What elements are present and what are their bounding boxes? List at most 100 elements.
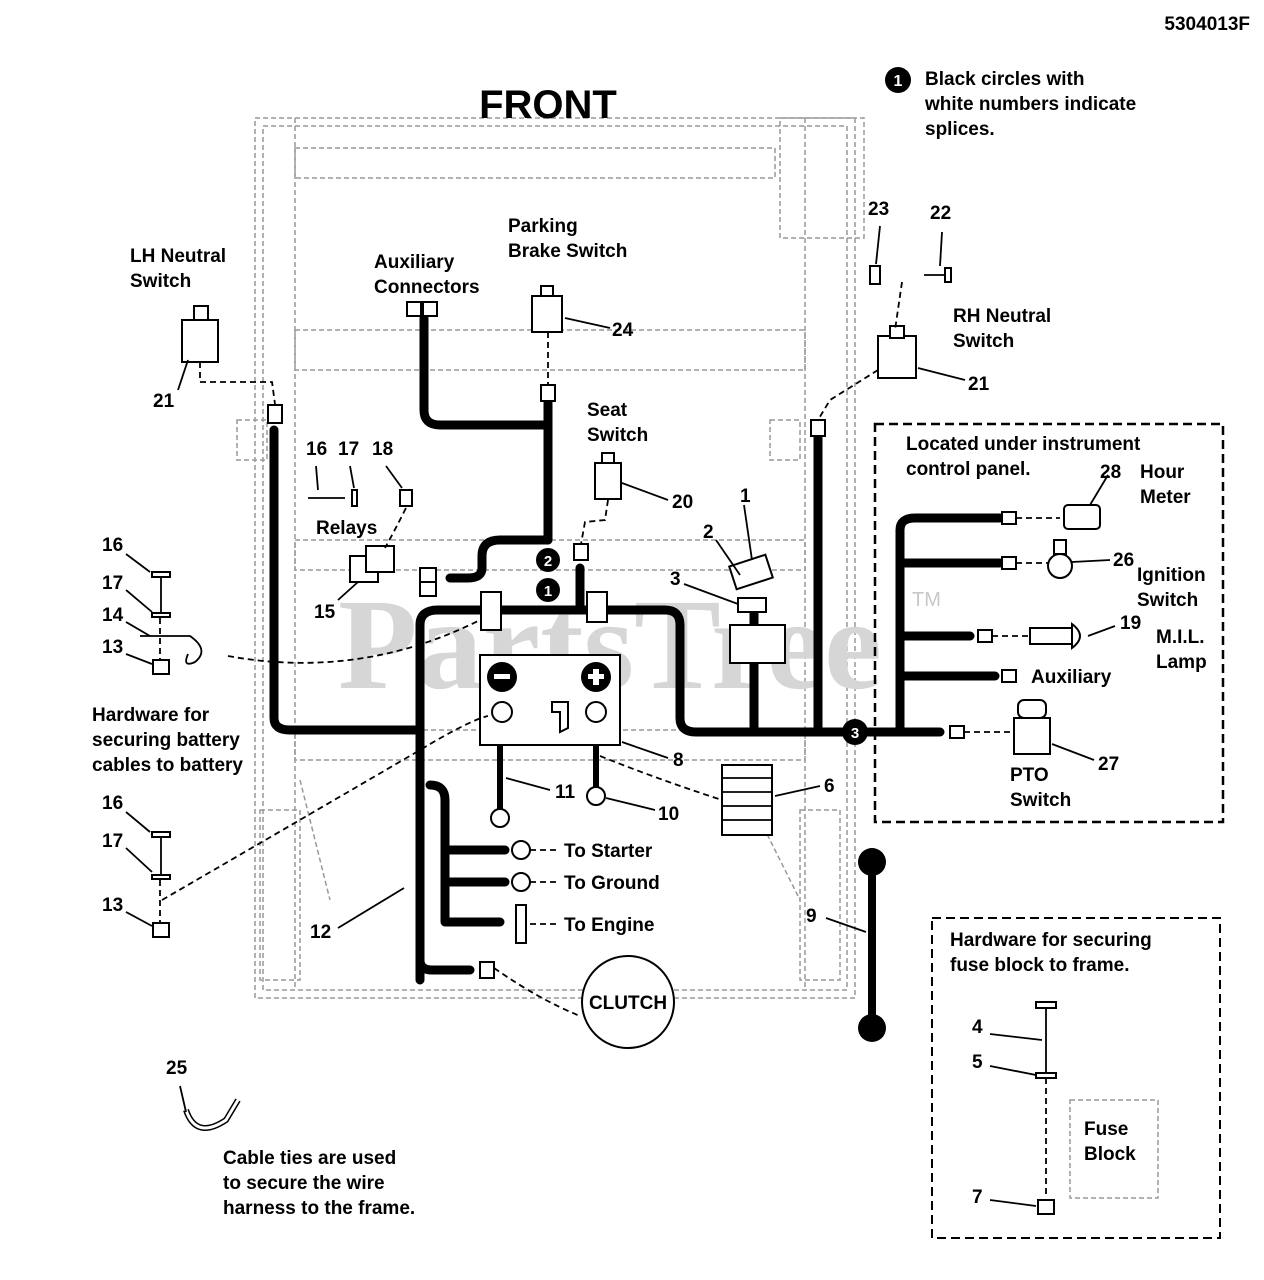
positive-cable-clamp [586,591,608,623]
callout-12: 12 [310,922,331,943]
callout-leaders [125,225,1116,1207]
callout-numbers: 1 2 3 4 5 6 7 8 9 10 11 12 13 13 14 15 1… [102,199,1141,1208]
parking-brake-label-2: Brake Switch [508,241,627,262]
callout-28: 28 [1100,462,1121,483]
legend-line-3: splices. [925,119,995,140]
dashed-leaders [159,281,1060,1198]
aux-connectors-label-2: Connectors [374,277,480,298]
to-engine-label: To Engine [564,915,654,936]
relays-label: Relays [316,518,377,539]
callout-26: 26 [1113,550,1134,571]
callout-20: 20 [672,492,693,513]
ignition-label-1: Ignition [1137,565,1206,586]
callout-13b: 13 [102,895,123,916]
cable-tie-icon [183,1098,241,1131]
fuse-hardware-box [931,917,1221,1239]
fuse-block-icon [727,553,786,664]
callout-16c: 16 [102,793,123,814]
aux-connectors-label-1: Auxiliary [374,252,455,273]
callout-14: 14 [102,605,124,626]
seat-switch-label-2: Switch [587,425,648,446]
splice-1: 1 [536,578,560,602]
battery [479,654,621,746]
callout-3: 3 [670,569,681,590]
fuse-hardware-label-2: fuse block to frame. [950,955,1130,976]
callout-16a: 16 [306,439,327,460]
battery-hardware-label-1: Hardware for [92,705,210,726]
callout-22: 22 [930,203,951,224]
rh-neutral-switch-icon [877,325,917,379]
legend-splice-symbol [885,67,911,93]
parking-brake-switch-icon [531,285,563,333]
svg-text:1: 1 [544,583,552,600]
callout-21a: 21 [153,391,175,412]
aux-connectors-icon [406,301,438,317]
callout-2: 2 [703,522,714,543]
fuse-block-label-2: Block [1084,1144,1136,1165]
mil-lamp-icon [1029,621,1081,651]
ground-strap-icon [858,848,886,1042]
callout-17a: 17 [338,439,359,460]
callout-5: 5 [972,1052,983,1073]
cable-bundle-icon [721,764,773,836]
relays-icon [349,545,395,583]
instrument-panel-box [873,422,1225,824]
callout-4: 4 [972,1017,983,1038]
watermark-trademark: TM [912,589,941,611]
callout-7: 7 [972,1187,983,1208]
document-id: 5304013F [1164,14,1250,35]
main-harness [269,313,1005,985]
callout-27: 27 [1098,754,1119,775]
battery-hardware-label-3: cables to battery [92,755,243,776]
ignition-label-2: Switch [1137,590,1198,611]
auxiliary-label: Auxiliary [1031,667,1112,688]
splice-legend: 1 Black circles with white numbers indic… [885,67,1136,140]
svg-text:3: 3 [851,725,859,742]
ignition-switch-icon [1047,539,1073,579]
hour-meter-label-1: Hour [1140,462,1185,483]
clutch-label: CLUTCH [589,993,667,1014]
rh-neutral-label-2: Switch [953,331,1014,352]
callout-15: 15 [314,602,336,623]
callout-17b: 17 [102,573,123,594]
callout-9: 9 [806,906,817,927]
negative-cable-clamp [480,591,502,631]
callout-24: 24 [612,320,634,341]
callout-13a: 13 [102,637,123,658]
fuse-hardware-icons [1035,1001,1159,1215]
splice-2: 2 [536,548,560,572]
callout-19: 19 [1120,613,1141,634]
connector-icons [267,384,1017,979]
cable-ties-label-3: harness to the frame. [223,1198,415,1219]
callout-23: 23 [868,199,889,220]
pto-switch-label-2: Switch [1010,790,1071,811]
callout-6: 6 [824,776,835,797]
diagram-title: FRONT [479,83,617,127]
panel-note-2: control panel. [906,459,1031,480]
to-ground-label: To Ground [564,873,660,894]
callout-1: 1 [740,486,751,507]
callout-17c: 17 [102,831,123,852]
legend-splice-number: 1 [894,73,903,90]
relay-hardware-icons [308,489,413,507]
battery-hardware-label-2: securing battery [92,730,240,751]
panel-note-1: Located under instrument [906,434,1141,455]
battery-hardware-icons [140,571,203,938]
splice-3: 3 [842,719,868,745]
hour-meter-label-2: Meter [1140,487,1191,508]
callout-25: 25 [166,1058,188,1079]
seat-switch-label-1: Seat [587,400,628,421]
legend-line-2: white numbers indicate [924,94,1136,115]
callout-8: 8 [673,750,684,771]
seat-switch-icon [594,452,622,500]
mil-lamp-label-1: M.I.L. [1156,627,1205,648]
engine-terminal-icons [511,840,531,944]
cable-ties-label-2: to secure the wire [223,1173,385,1194]
callout-18: 18 [372,439,393,460]
ground-ring-terminal [490,808,510,828]
lh-neutral-label-1: LH Neutral [130,246,226,267]
pto-switch-icon [1013,699,1051,755]
callout-16b: 16 [102,535,123,556]
svg-text:2: 2 [544,553,552,570]
pto-switch-label-1: PTO [1010,765,1049,786]
